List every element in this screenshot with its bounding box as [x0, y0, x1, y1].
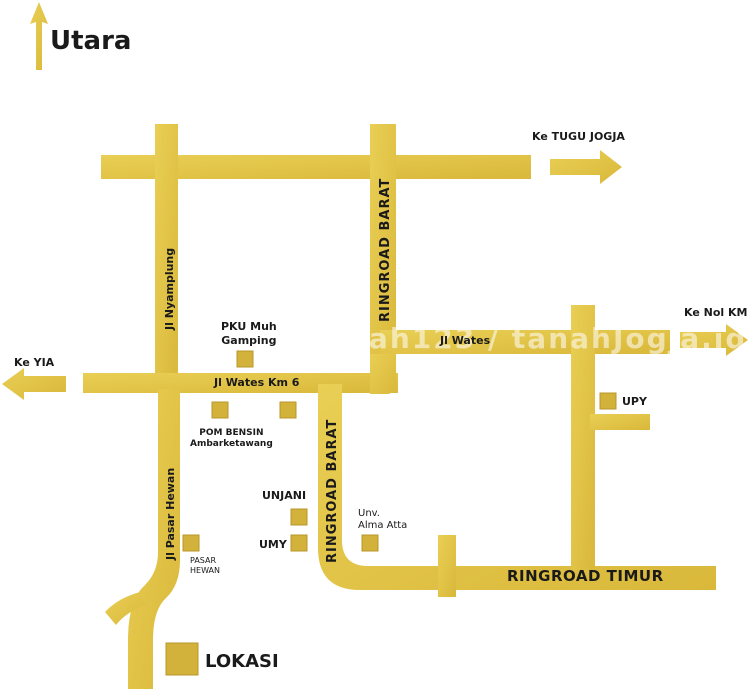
place-label-pku: PKU Muh Gamping	[221, 320, 277, 348]
road-label-ringroad-barat-north: RINGROAD BARAT	[378, 178, 393, 322]
arrow-left-icon	[2, 368, 66, 400]
marker-pku	[236, 350, 254, 368]
place-label-unjani: UNJANI	[262, 489, 307, 502]
place-label-pom-line2: Ambarketawang	[190, 439, 273, 449]
road-upy-branch	[590, 414, 650, 430]
place-label-upy: UPY	[622, 395, 647, 408]
north-label: Utara	[50, 26, 132, 56]
road-pasar-hewan-branch	[105, 592, 146, 625]
road-label-wates-km6: Jl Wates Km 6	[214, 376, 300, 389]
road-pasar-hewan	[128, 389, 180, 689]
arrow-right-icon	[550, 150, 622, 184]
marker-pom-bensin	[211, 401, 229, 419]
place-label-umy: UMY	[259, 538, 287, 551]
legend-lokasi-label: LOKASI	[205, 651, 279, 672]
place-label-pom-line1: POM BENSIN	[199, 428, 264, 438]
direction-yia: Ke YIA	[14, 356, 55, 369]
north-arrow-icon	[30, 2, 48, 70]
place-label-pku-line2: Gamping	[221, 334, 277, 347]
road-label-ringroad-barat-south: RINGROAD BARAT	[325, 419, 340, 563]
legend-lokasi-marker	[165, 642, 199, 676]
direction-tugu: Ke TUGU JOGJA	[532, 130, 625, 143]
road-ringroad-barat-south	[318, 384, 716, 590]
road-curve-junction	[370, 354, 396, 394]
place-label-alma-atta: Unv. Alma Atta	[358, 508, 407, 532]
place-label-alma-line1: Unv.	[358, 508, 380, 519]
direction-nol-km: Ke Nol KM	[684, 306, 748, 319]
marker-pom-2	[279, 401, 297, 419]
place-label-pasar-hewan: PASAR HEWAN	[190, 556, 220, 576]
road-label-nyamplung: Jl Nyamplung	[163, 248, 176, 331]
road-nyamplung	[155, 124, 178, 389]
marker-upy	[599, 392, 617, 410]
marker-unjani	[290, 508, 308, 526]
roads	[83, 124, 716, 689]
place-label-pasar-line2: HEWAN	[190, 566, 220, 575]
road-label-pasar-hewan: Jl Pasar Hewan	[164, 468, 177, 561]
place-label-alma-line2: Alma Atta	[358, 520, 408, 531]
road-upy-vertical	[571, 305, 595, 570]
road-label-wates: Jl Wates	[440, 334, 491, 347]
marker-alma-atta	[361, 534, 379, 552]
road-label-ringroad-timur: RINGROAD TIMUR	[507, 567, 664, 585]
place-label-pom: POM BENSIN Ambarketawang	[190, 428, 273, 450]
road-stub	[438, 535, 456, 597]
road-wates	[380, 330, 670, 354]
arrow-right-icon	[680, 324, 748, 356]
watermark: rumah123 / tanahJogja.id	[300, 322, 748, 355]
marker-pasar-hewan	[182, 534, 200, 552]
marker-umy	[290, 534, 308, 552]
place-label-pasar-line1: PASAR	[190, 556, 217, 565]
place-label-pku-line1: PKU Muh	[221, 320, 277, 333]
